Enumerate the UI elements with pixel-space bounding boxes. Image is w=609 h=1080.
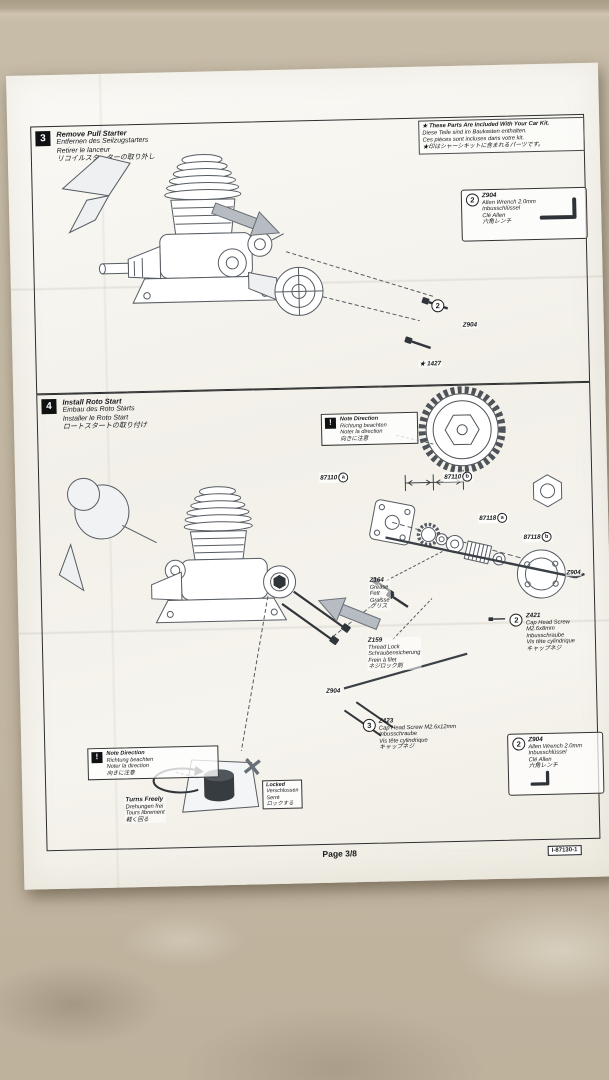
direction-arrow [211, 202, 281, 236]
label-line: Verschlossen [266, 787, 299, 795]
label-line: 軽く回る [125, 816, 149, 823]
callout-line: 六角レンチ [482, 218, 512, 226]
step-3-section: 3 Remove Pull Starter Entfernen des Seil… [30, 113, 591, 395]
part-label-z904: Z904 [565, 569, 582, 577]
z904-wrench-callout: 2 Z904 Allen Wrench 2.0mm Inbusschlüssel… [507, 731, 605, 796]
part-number: 87118 [479, 514, 497, 523]
page-number: Page 3/8 [322, 848, 358, 860]
quantity-badge: 3 [362, 718, 376, 733]
callout-text: Z904 Allen Wrench 2.0mm Inbusschlüssel C… [528, 736, 583, 791]
screw-icon [404, 336, 432, 350]
screw-icon [329, 635, 340, 646]
label-line: Tours librement [125, 809, 165, 817]
callout-text: Z904 Allen Wrench 2.0mm Inbusschlüssel C… [482, 192, 537, 226]
letter-badge: a [338, 472, 349, 483]
note-direction-box: ! Note Direction Richtung beachten Noter… [320, 411, 419, 446]
allen-wrench-icon [530, 770, 550, 786]
engine-pull-starter-diagram [61, 154, 449, 350]
z423-screw-callout: 3 Z423 Cap Head Screw M2.6x12mm Inbussch… [362, 717, 457, 752]
turns-freely-label: Turns Freely Drehungen frei Tours librem… [124, 796, 166, 824]
callout-text: Z423 Cap Head Screw M2.6x12mm Inbusschra… [379, 717, 457, 752]
z159-threadlock-label: Z159 Thread Lock Schraubensicherung Frei… [366, 637, 422, 671]
direction-arrow [317, 597, 381, 631]
letter-badge: b [462, 471, 473, 482]
part-label-z904: Z904 [324, 687, 342, 695]
letter-badge: b [541, 531, 552, 542]
step-4-section: 4 Install Roto Start Einbau des Roto Sta… [36, 381, 605, 852]
allen-wrench-shaft [343, 652, 468, 690]
label-line: ロックする [266, 800, 294, 808]
locked-label-box: Locked Verschlossen Serré ロックする [262, 779, 303, 810]
part-number: 87110 [444, 473, 462, 481]
warning-icon: ! [91, 751, 103, 764]
part-label-z904: Z904 [461, 321, 479, 329]
engine-icon [58, 477, 297, 624]
part-number: 87110 [320, 474, 338, 482]
note-line: 向きに注意 [340, 435, 369, 443]
part-label-1427: ★ 1427 [418, 360, 443, 368]
callout-text: Z421 Cap Head Screw M2.6x8mm Inbusschrau… [526, 612, 595, 653]
manual-page: 3 Remove Pull Starter Entfernen des Seil… [6, 62, 609, 890]
z904-wrench-callout: 2 Z904 Allen Wrench 2.0mm Inbusschlüssel… [460, 186, 588, 242]
long-screws [281, 590, 344, 640]
cap-screw-icon [488, 617, 506, 622]
label-line: Schraubensicherung [368, 649, 421, 657]
warning-icon: ! [324, 417, 337, 429]
z421-screw-callout: 2 Z421 Cap Head Screw M2.6x8mm Inbusschr… [488, 612, 595, 654]
label-line: グリス [370, 603, 388, 610]
document-code: I-87130-1 [547, 845, 582, 856]
quantity-badge: 2 [509, 613, 524, 627]
quantity-badge: 2 [465, 193, 480, 207]
z164-grease-label: Z164 Grease Fett Graisse グリス [368, 577, 391, 611]
allen-wrench-icon [539, 197, 577, 220]
label-line: ネジロック剤 [368, 663, 403, 670]
letter-badge: a [497, 512, 508, 523]
note-direction-box: ! Note Direction Richtung beachten Noter… [87, 745, 219, 781]
x-mark: ✕ [240, 752, 265, 783]
drive-gear-icon [418, 386, 506, 474]
screw-icon [341, 623, 351, 633]
quantity-badge: 2 [512, 737, 526, 751]
roto-start-nut-icon [273, 574, 286, 589]
part-number: 87118 [523, 533, 541, 542]
